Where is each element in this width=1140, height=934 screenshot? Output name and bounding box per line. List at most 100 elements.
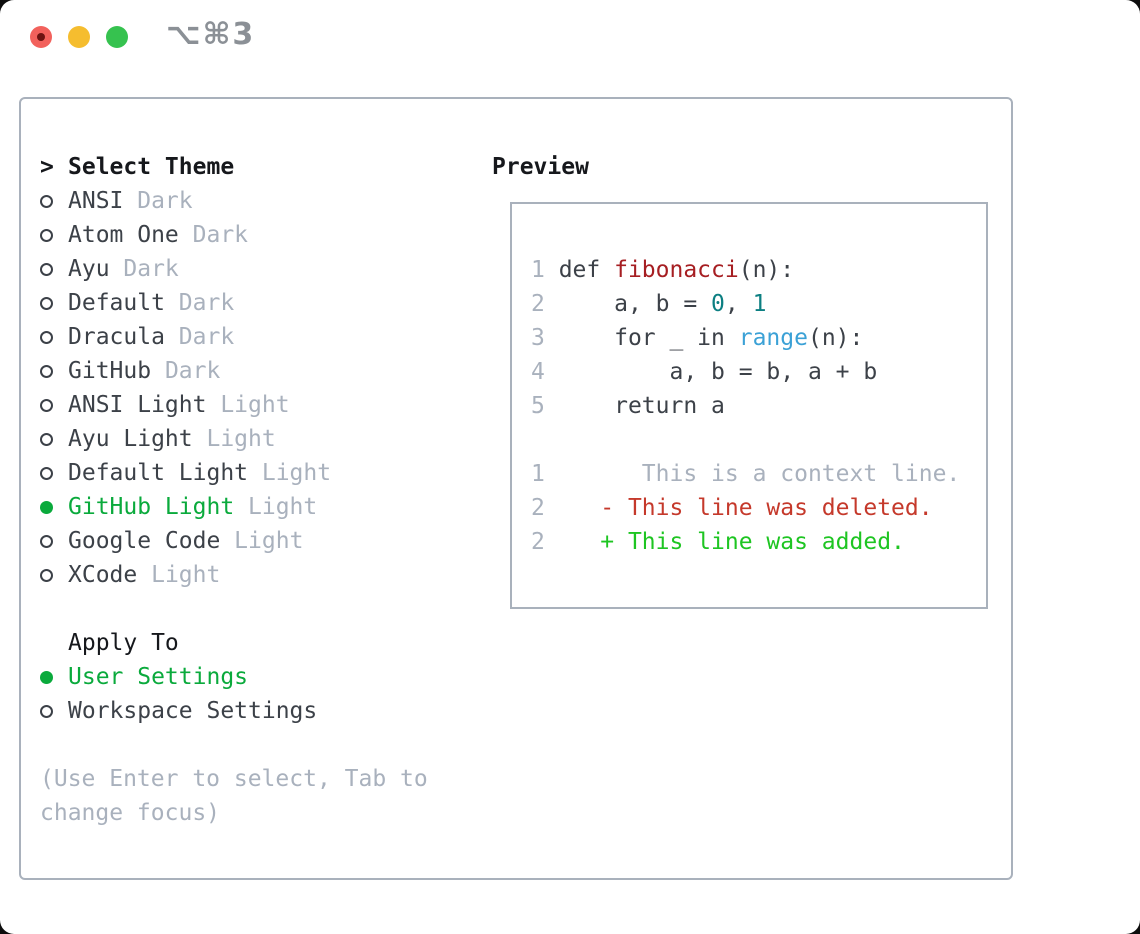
line-number: 1 [531, 257, 559, 283]
titlebar: ⌥⌘3 [0, 0, 1140, 74]
radio-selected-icon [40, 670, 53, 684]
theme-option-github[interactable]: GitHub Dark [40, 354, 428, 388]
code-line: 3 for _ in range(n): [531, 321, 986, 355]
minimize-button-icon[interactable] [68, 26, 90, 48]
theme-option-ayu[interactable]: Ayu Dark [40, 252, 428, 286]
radio-unselected-icon [40, 330, 53, 344]
apply-option-workspace-settings[interactable]: Workspace Settings [40, 694, 428, 728]
theme-variant-label: Light [206, 392, 290, 418]
theme-variant-label: Dark [151, 358, 221, 384]
hint-text-line2: change focus) [40, 800, 221, 826]
theme-variant-label: Light [248, 460, 332, 486]
line-number: 2 [531, 291, 559, 317]
radio-selected-icon [40, 500, 53, 514]
apply-to-header-row: Apply To [40, 626, 428, 660]
code-token-plain: def [558, 257, 615, 283]
code-token-number: 1 [752, 291, 767, 317]
theme-option-label: ANSI Light [68, 392, 207, 418]
theme-menu-header-row: > Select Theme [40, 150, 428, 184]
radio-unselected-icon [40, 568, 53, 582]
theme-variant-label: Light [192, 426, 276, 452]
code-token-plain: (n): [807, 325, 864, 351]
radio-unselected-icon [40, 228, 53, 242]
theme-variant-label: Light [220, 528, 304, 554]
code-token-number: 0 [711, 291, 725, 317]
line-number: 1 [531, 461, 559, 487]
spacer-row [40, 592, 428, 626]
line-number [531, 427, 559, 453]
code-token-builtin: range [738, 325, 808, 351]
window-shortcut-label: ⌥⌘3 [166, 17, 256, 52]
theme-variant-label: Dark [109, 256, 179, 282]
code-token-plain: return a [558, 393, 725, 419]
code-token-deleted: - This line was deleted. [558, 495, 933, 521]
radio-unselected-icon [40, 466, 53, 480]
code-line: 2 a, b = 0, 1 [531, 287, 986, 321]
theme-option-github-light[interactable]: GitHub Light Light [40, 490, 428, 524]
theme-menu-header: Select Theme [68, 154, 235, 180]
theme-option-label: GitHub Light [68, 494, 235, 520]
theme-variant-label: Light [137, 562, 221, 588]
hint-text-line1: (Use Enter to select, Tab to [40, 766, 428, 792]
theme-variant-label: Dark [123, 188, 193, 214]
radio-unselected-icon [40, 534, 53, 548]
theme-option-label: Dracula [68, 324, 165, 350]
code-line: 2 + This line was added. [531, 525, 986, 559]
theme-option-label: Ayu [68, 256, 110, 282]
theme-variant-label: Light [234, 494, 318, 520]
theme-option-ayu-light[interactable]: Ayu Light Light [40, 422, 428, 456]
radio-unselected-icon [40, 296, 53, 310]
radio-unselected-icon [40, 704, 53, 718]
code-token-plain: for _ in [558, 325, 739, 351]
code-token-plain: a, b = [558, 291, 712, 317]
line-number: 2 [531, 529, 559, 555]
theme-option-label: Default [68, 290, 165, 316]
code-token-plain: (n): [738, 257, 795, 283]
theme-option-default-light[interactable]: Default Light Light [40, 456, 428, 490]
code-line: 1 This is a context line. [531, 457, 986, 491]
apply-to-header: Apply To [68, 630, 179, 656]
theme-option-label: ANSI [68, 188, 124, 214]
line-number: 2 [531, 495, 559, 521]
radio-unselected-icon [40, 398, 53, 412]
line-number: 3 [531, 325, 559, 351]
theme-option-dracula[interactable]: Dracula Dark [40, 320, 428, 354]
theme-option-xcode[interactable]: XCode Light [40, 558, 428, 592]
code-token-function: fibonacci [614, 257, 739, 283]
code-token-plain: , [724, 291, 753, 317]
close-button-icon[interactable] [30, 26, 52, 48]
theme-variant-label: Dark [164, 290, 235, 316]
radio-unselected-icon [40, 364, 53, 378]
theme-variant-label: Dark [164, 324, 235, 350]
theme-option-label: Default Light [68, 460, 249, 486]
cursor-icon: > [40, 154, 54, 180]
spacer-row [40, 728, 428, 762]
code-token-added: + This line was added. [558, 529, 905, 555]
theme-option-label: Atom One [68, 222, 179, 248]
theme-option-ansi-light[interactable]: ANSI Light Light [40, 388, 428, 422]
theme-option-label: GitHub [68, 358, 152, 384]
apply-option-user-settings[interactable]: User Settings [40, 660, 428, 694]
theme-option-atom-one[interactable]: Atom One Dark [40, 218, 428, 252]
radio-unselected-icon [40, 262, 53, 276]
apply-option-label: User Settings [68, 664, 249, 690]
zoom-button-icon[interactable] [106, 26, 128, 48]
theme-option-label: Google Code [68, 528, 221, 554]
theme-variant-label: Dark [178, 222, 249, 248]
code-line [531, 423, 986, 457]
code-token-context: This is a context line. [558, 461, 961, 487]
line-number: 4 [531, 359, 559, 385]
code-line: 2 - This line was deleted. [531, 491, 986, 525]
theme-option-label: XCode [68, 562, 138, 588]
theme-option-label: Ayu Light [68, 426, 193, 452]
code-line: 1 def fibonacci(n): [531, 253, 986, 287]
radio-unselected-icon [40, 194, 53, 208]
code-line: 4 a, b = b, a + b [531, 355, 986, 389]
theme-option-default[interactable]: Default Dark [40, 286, 428, 320]
theme-option-google-code[interactable]: Google Code Light [40, 524, 428, 558]
theme-option-ansi[interactable]: ANSI Dark [40, 184, 428, 218]
preview-title: Preview [492, 154, 589, 180]
